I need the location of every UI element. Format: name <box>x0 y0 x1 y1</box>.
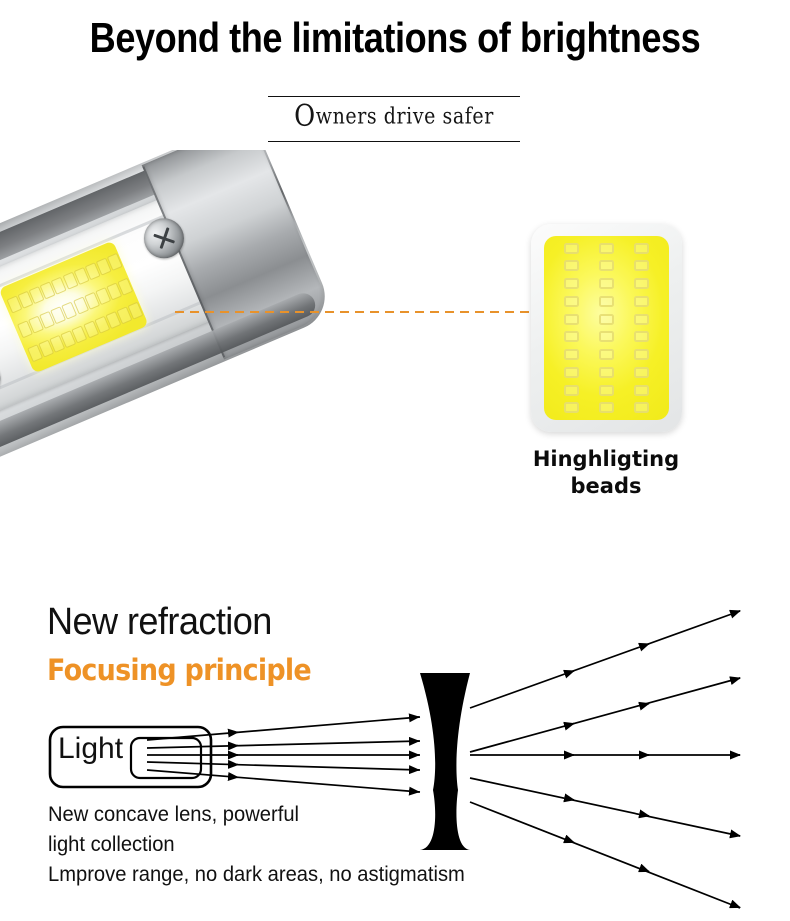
subtitle-rest: wners drive safer <box>315 102 494 130</box>
led-die <box>634 402 649 414</box>
led-die <box>634 242 649 254</box>
led-die <box>564 313 579 325</box>
subtitle-text: Owners drive safer <box>274 102 513 132</box>
led-die <box>599 331 614 343</box>
led-die <box>634 278 649 290</box>
led-die <box>599 366 614 378</box>
concave-lens <box>420 673 470 850</box>
led-die <box>564 331 579 343</box>
description-line-3: Lmprove range, no dark areas, no astigma… <box>48 862 465 886</box>
led-die <box>634 331 649 343</box>
led-die <box>634 366 649 378</box>
led-die <box>599 295 614 307</box>
description-line-2: light collection <box>48 832 175 856</box>
led-die <box>634 295 649 307</box>
bulb-body-rotation-wrapper <box>0 150 336 479</box>
refraction-description: New concave lens, powerful light collect… <box>48 800 566 889</box>
cob-chip-phosphor-face <box>544 236 669 420</box>
refraction-ray-diagram: Light <box>48 609 741 909</box>
description-line-1: New concave lens, powerful <box>48 803 300 826</box>
light-ray <box>146 769 741 909</box>
led-die <box>599 349 614 361</box>
led-die <box>634 260 649 272</box>
refraction-heading: New refraction <box>47 601 272 643</box>
light-box-label: Light <box>58 732 124 765</box>
light-ray <box>146 609 741 741</box>
led-bulb-photo <box>0 150 340 520</box>
beads-caption: Hinghligting beads <box>486 446 726 500</box>
led-die <box>599 278 614 290</box>
led-die <box>599 384 614 396</box>
beads-caption-line-2: beads <box>570 473 642 498</box>
led-die <box>564 349 579 361</box>
cob-chip-enlarged <box>531 224 682 432</box>
led-die <box>634 313 649 325</box>
led-die <box>564 384 579 396</box>
led-die <box>564 366 579 378</box>
led-die <box>564 402 579 414</box>
light-ray <box>146 676 741 753</box>
led-die <box>564 260 579 272</box>
led-die <box>634 349 649 361</box>
beads-caption-line-1: Hinghligting <box>532 447 680 471</box>
subtitle-rule-block: Owners drive safer <box>268 96 520 142</box>
led-die <box>564 278 579 290</box>
light-ray <box>146 759 741 839</box>
led-die <box>634 384 649 396</box>
led-die <box>564 242 579 254</box>
callout-dashed-line <box>175 311 540 313</box>
subtitle-dropcap: O <box>294 99 316 134</box>
led-die <box>599 313 614 325</box>
page-title: Beyond the limitations of brightness <box>89 14 701 61</box>
focusing-principle-subheading: Focusing principle <box>47 653 312 687</box>
led-die <box>599 242 614 254</box>
led-die <box>599 260 614 272</box>
led-die <box>599 402 614 414</box>
led-die <box>564 295 579 307</box>
